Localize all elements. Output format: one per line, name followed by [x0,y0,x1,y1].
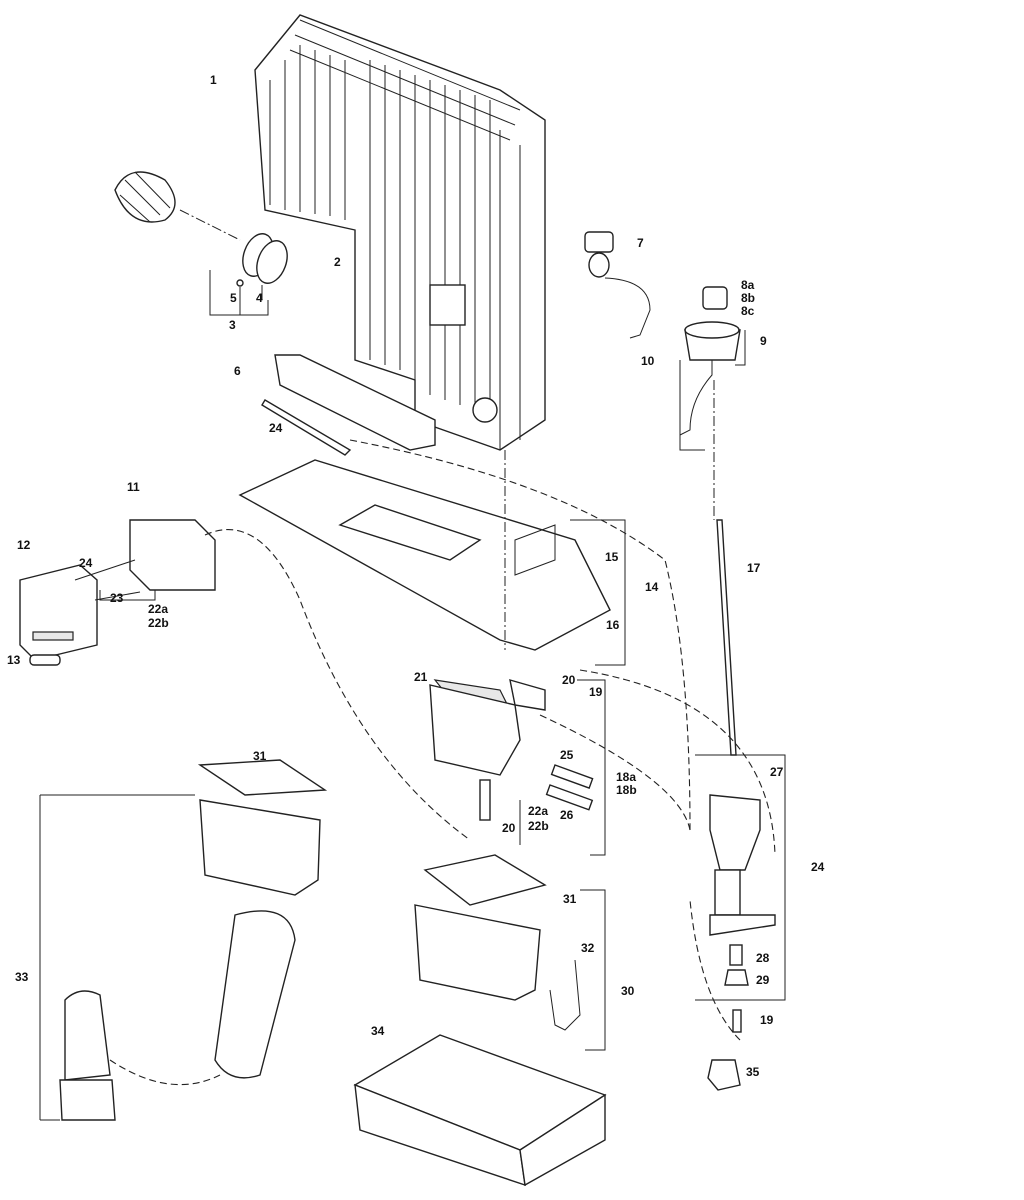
callout-label-8b: 8b [741,291,755,305]
callout-label-21: 21 [414,670,428,684]
callout-label-18a: 18a [616,770,636,784]
callout-label-3: 3 [229,318,236,332]
callout-label-6: 6 [234,364,241,378]
callout-label-8c: 8c [741,304,755,318]
rod-17 [713,380,737,756]
callout-label-22a: 22a [148,602,168,616]
callout-label-31: 31 [253,749,267,763]
base-plate [238,450,626,666]
callout-label-24: 24 [811,860,825,874]
callout-label-18b: 18b [616,783,637,797]
callout-label-22b: 22b [528,819,549,833]
callout-label-11: 11 [127,480,140,494]
callout-label-24: 24 [79,556,93,570]
callout-label-20: 20 [562,673,576,687]
callout-label-31: 31 [563,892,577,906]
callout-label-32: 32 [581,941,595,955]
callout-label-1: 1 [210,73,217,87]
tray [353,1034,607,1187]
callout-label-35: 35 [746,1065,760,1079]
callout-label-23: 23 [110,591,124,605]
callout-label-15: 15 [605,550,619,564]
callout-label-12: 12 [17,538,31,552]
connection-line [539,669,776,1041]
connection-line [349,439,691,831]
callout-label-2: 2 [334,255,341,269]
flue-box-center [414,854,606,1051]
connection-line [204,529,471,841]
callout-labels: 12345678a8b8c9101112131415161718a18b1919… [7,73,825,1079]
callout-label-30: 30 [621,984,635,998]
callout-label-33: 33 [15,970,29,984]
control-knob-7 [584,231,651,339]
callout-label-22a: 22a [528,804,548,818]
callout-label-9: 9 [760,334,767,348]
flue-hose-small [114,171,241,241]
callout-label-16: 16 [606,618,620,632]
callout-label-22b: 22b [148,616,169,630]
control-knob-8 [679,286,746,451]
callout-label-13: 13 [7,653,21,667]
callout-label-26: 26 [560,808,574,822]
heat-exchanger [254,14,546,451]
callout-label-20: 20 [502,821,516,835]
callout-label-14: 14 [645,580,659,594]
callout-label-17: 17 [747,561,761,575]
callout-label-19: 19 [760,1013,774,1027]
callout-label-24: 24 [269,421,283,435]
control-unit [19,519,216,666]
callout-label-25: 25 [560,748,574,762]
burner-bracket [261,354,436,456]
callout-label-4: 4 [256,291,263,305]
flue-box-left [39,759,328,1121]
gas-valve [695,754,786,1091]
callout-label-29: 29 [756,973,770,987]
callout-label-7: 7 [637,236,644,250]
callout-label-8a: 8a [741,278,755,292]
callout-label-34: 34 [371,1024,385,1038]
callout-label-19: 19 [589,685,603,699]
callout-label-28: 28 [756,951,770,965]
callout-label-5: 5 [230,291,237,305]
callout-label-27: 27 [770,765,784,779]
callout-label-10: 10 [641,354,655,368]
clamp-rings [209,233,288,316]
burner-assembly [429,679,606,856]
